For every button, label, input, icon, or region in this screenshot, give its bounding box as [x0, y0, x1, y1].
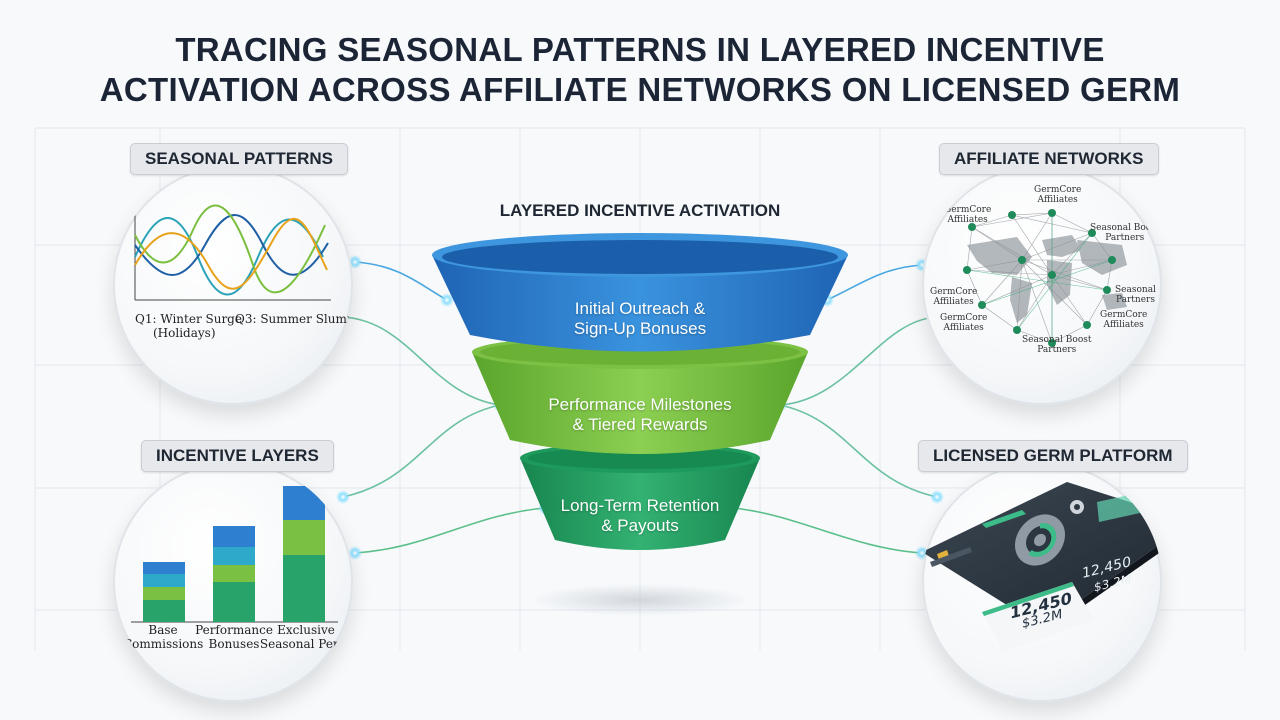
network-node-8-line-1: Seasonal Boost: [1022, 335, 1092, 345]
connector-platform-to-tier3: [732, 507, 923, 554]
page-title-line-2: ACTIVATION ACROSS AFFILIATE NETWORKS ON …: [99, 71, 1181, 108]
tier-1-line-1: Initial Outreach &: [574, 299, 706, 318]
network-node-4-line-2: Affiliates: [933, 297, 974, 307]
incentive-layers-bars: [131, 486, 338, 623]
network-node-7-line-1: GermCore: [1100, 310, 1148, 320]
connector-seasonal-to-tier1: [354, 261, 448, 301]
connector-affiliate-to-tier1: [826, 264, 923, 301]
page-title-line-1: TRACING SEASONAL PATTERNS IN LAYERED INC…: [175, 31, 1105, 68]
tier-2-label: Performance Milestones & Tiered Rewards: [490, 395, 790, 435]
licensed-platform-bubble: 12,450 $3.2M 12,450 $3.2M: [922, 462, 1162, 702]
seasonal-patterns-bubble: Q1: Winter Surge (Holidays) Q3: Summer S…: [113, 165, 353, 405]
network-node-2-line-1: GermCore: [944, 205, 992, 215]
connector-affiliate-to-tier2: [779, 316, 938, 406]
incentive-layers-label: INCENTIVE LAYERS: [141, 440, 334, 472]
bar-base-commissions: [143, 562, 185, 622]
seasonal-q3-label: Q3: Summer Slump: [235, 312, 353, 326]
tier-1-line-2: Sign-Up Bonuses: [573, 319, 707, 338]
tier-2-line-1: Performance Milestones: [548, 395, 732, 414]
bar-label-3: Exclusive Seasonal Perks: [259, 623, 353, 651]
seasonal-patterns-label: SEASONAL PATTERNS: [130, 143, 348, 175]
network-node-1-line-1: GermCore: [1034, 185, 1082, 195]
bar-exclusive-seasonal-perks: [283, 486, 325, 622]
incentive-layers-bubble: Base Commissions Performance Bonuses Exc…: [113, 462, 353, 702]
network-node-7-line-2: Affiliates: [1103, 320, 1144, 330]
connector-platform-to-tier2: [779, 404, 938, 498]
bar-label-3-line-2: Seasonal Perks: [259, 637, 353, 651]
bar-label-2-line-2: Bonuses: [208, 637, 260, 651]
bar-label-1-line-2: Commissions: [123, 637, 204, 651]
bar-label-1-line-1: Base: [148, 623, 178, 637]
network-node-4-line-1: GermCore: [930, 287, 978, 297]
connector-incentive-to-tier3: [354, 507, 546, 554]
network-node-1-line-2: Affiliates: [1037, 195, 1078, 205]
affiliate-network-map: [963, 209, 1127, 347]
tier-2-line-2: & Tiered Rewards: [572, 415, 708, 434]
network-node-5-line-2: Partners: [1115, 295, 1155, 305]
funnel-tier-1: [432, 233, 848, 352]
seasonal-q1-label: Q1: Winter Surge: [135, 312, 242, 326]
seasonal-q1-sub: (Holidays): [153, 326, 216, 340]
network-node-3-line-2: Partners: [1105, 233, 1145, 243]
funnel-heading: LAYERED INCENTIVE ACTIVATION: [499, 201, 781, 220]
tier-1-label: Initial Outreach & Sign-Up Bonuses: [490, 299, 790, 339]
seasonal-waves-chart: [134, 204, 331, 301]
connector-incentive-to-tier2: [342, 404, 501, 498]
connector-seasonal-to-tier2: [341, 316, 501, 406]
network-node-6-line-2: Affiliates: [943, 323, 984, 333]
network-node-8-line-2: Partners: [1037, 345, 1077, 355]
tier-3-label: Long-Term Retention & Payouts: [515, 496, 765, 536]
bar-performance-bonuses: [213, 526, 255, 622]
bar-label-3-line-1: Exclusive: [277, 623, 335, 637]
platform-dashboard-illustration: [922, 482, 1162, 652]
licensed-platform-label: LICENSED GERM PLATFORM: [918, 440, 1188, 472]
bar-label-1: Base Commissions: [123, 623, 203, 651]
network-node-5-line-1: Seasonal: [1115, 285, 1156, 295]
bar-label-2: Performance Bonuses: [194, 623, 274, 651]
affiliate-networks-label: AFFILIATE NETWORKS: [939, 143, 1159, 175]
tier-3-line-1: Long-Term Retention: [560, 496, 720, 515]
network-node-6-line-1: GermCore: [940, 313, 988, 323]
bar-label-2-line-1: Performance: [195, 623, 273, 637]
network-node-3-line-1: Seasonal Boost: [1090, 223, 1160, 233]
tier-3-line-2: & Payouts: [601, 516, 679, 535]
network-node-2-line-2: Affiliates: [947, 215, 988, 225]
